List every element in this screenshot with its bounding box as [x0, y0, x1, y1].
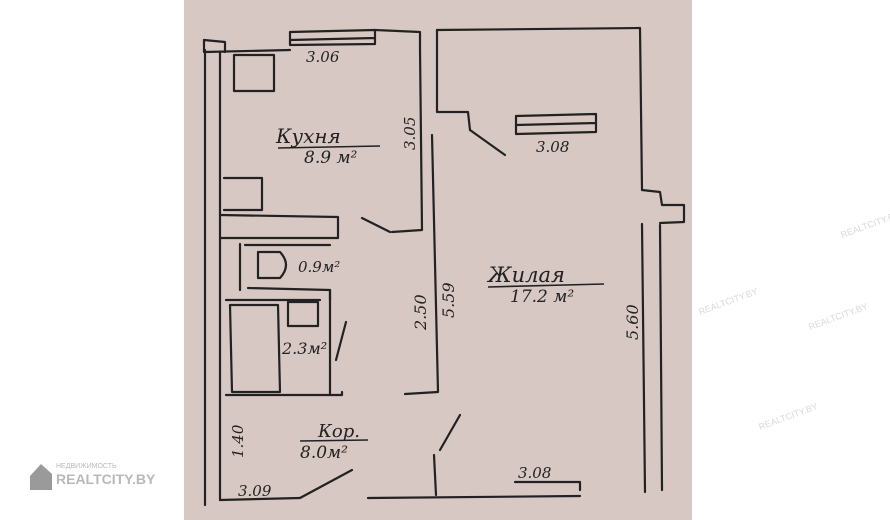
- dim-living-depth-left: 5.59: [439, 282, 458, 318]
- toilet: [256, 250, 288, 280]
- dim-kitchen-width: 3.06: [306, 48, 340, 66]
- living-area: 17.2 м²: [510, 287, 574, 307]
- dim-corridor-width: 3.09: [238, 482, 272, 500]
- dim-corridor-depth: 1.40: [229, 424, 247, 458]
- door-bath: [334, 320, 348, 362]
- watermark-repeat-3: REALTCITY.BY: [757, 401, 819, 432]
- wall-kitchen-bottom: [218, 213, 340, 240]
- bathtub: [228, 303, 282, 394]
- wall-right: [640, 222, 664, 494]
- counter: [222, 176, 264, 212]
- bath-area: 2.3м²: [281, 339, 327, 358]
- wall-kitchen-right: [390, 46, 424, 234]
- watermark-brand: REALTCITY.BY: [56, 471, 156, 487]
- window-kitchen: [288, 28, 377, 47]
- watermark-repeat-1: REALTCITY.BY: [697, 286, 759, 317]
- dim-kitchen-depth: 3.05: [401, 117, 419, 150]
- outer-wall-left: [202, 38, 222, 507]
- door-living: [468, 128, 507, 157]
- wall-right-step: [640, 188, 686, 225]
- kitchen-name: Кухня: [275, 124, 341, 148]
- wall-corridor-partition: [432, 413, 462, 497]
- door-kitchen: [360, 216, 392, 234]
- wall-top-middle: [373, 28, 422, 50]
- window-living: [514, 112, 598, 136]
- living-name: Жилая: [486, 263, 565, 287]
- outer-wall-top-left: [202, 38, 292, 54]
- wall-living-top-small: [435, 28, 472, 132]
- watermark-repeat-4: REALTCITY.BY: [839, 209, 890, 240]
- kitchen-area: 8.9 м²: [304, 148, 358, 168]
- dim-bath-depth: 2.50: [411, 294, 430, 331]
- wall-living-left: [403, 133, 440, 396]
- corridor-area: 8.0м²: [300, 443, 348, 463]
- watermark-repeat-2: REALTCITY.BY: [807, 301, 869, 332]
- bath-sink: [286, 300, 320, 328]
- watermark-logo: НЕДВИЖИМОСТЬ REALTCITY.BY: [30, 463, 156, 490]
- stove: [232, 53, 276, 93]
- house-icon: [30, 464, 52, 490]
- dim-arrow-bottom: [513, 480, 582, 492]
- wall-top-right: [435, 26, 644, 192]
- wall-corridor-bottom: [218, 494, 582, 502]
- dim-living-width-top: 3.08: [536, 138, 569, 156]
- wc-area: 0.9м²: [298, 258, 340, 276]
- door-entrance: [298, 468, 354, 500]
- dim-living-width-bottom: 3.08: [518, 464, 551, 482]
- corridor-name: Кор.: [317, 421, 360, 442]
- watermark-small: НЕДВИЖИМОСТЬ: [56, 463, 117, 470]
- bath-walls: [224, 288, 344, 397]
- dim-living-depth-right: 5.60: [623, 304, 642, 340]
